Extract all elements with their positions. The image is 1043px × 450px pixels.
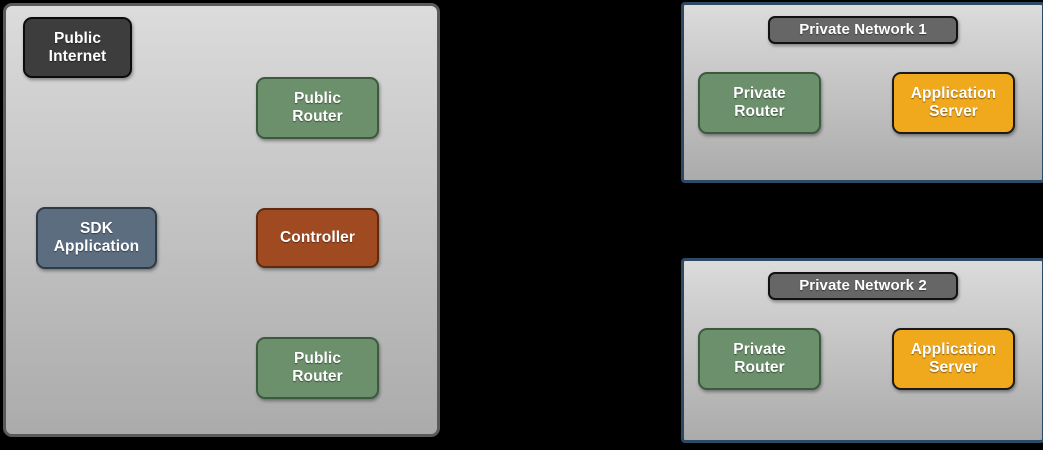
node-public-router-1[interactable]: Public Router [256, 77, 379, 139]
node-sdk-application-label: SDK Application [53, 220, 140, 255]
node-private-router-1-label: Private Router [733, 85, 786, 120]
node-private-router-2-label: Private Router [733, 341, 786, 376]
node-public-router-2-label: Public Router [292, 350, 343, 385]
private-network-2-container: Private Network 2 Private Router Applica… [681, 258, 1043, 443]
node-sdk-application[interactable]: SDK Application [36, 207, 157, 269]
node-application-server-2-label: Application Server [910, 341, 997, 376]
private-network-2-title: Private Network 2 [768, 272, 958, 300]
node-private-router-2[interactable]: Private Router [698, 328, 821, 390]
node-controller[interactable]: Controller [256, 208, 379, 268]
node-public-internet[interactable]: Public Internet [23, 17, 132, 78]
private-network-1-container: Private Network 1 Private Router Applica… [681, 2, 1043, 183]
private-network-1-title: Private Network 1 [768, 16, 958, 44]
node-public-router-1-label: Public Router [292, 90, 343, 125]
private-network-2-title-label: Private Network 2 [799, 277, 927, 295]
node-public-internet-label: Public Internet [48, 29, 107, 65]
public-zone-container: Public Internet Public Router SDK Applic… [3, 3, 440, 437]
node-public-router-2[interactable]: Public Router [256, 337, 379, 399]
node-application-server-1[interactable]: Application Server [892, 72, 1015, 134]
node-application-server-1-label: Application Server [910, 85, 997, 120]
node-private-router-1[interactable]: Private Router [698, 72, 821, 134]
node-controller-label: Controller [279, 229, 356, 247]
private-network-1-title-label: Private Network 1 [799, 21, 927, 39]
node-application-server-2[interactable]: Application Server [892, 328, 1015, 390]
